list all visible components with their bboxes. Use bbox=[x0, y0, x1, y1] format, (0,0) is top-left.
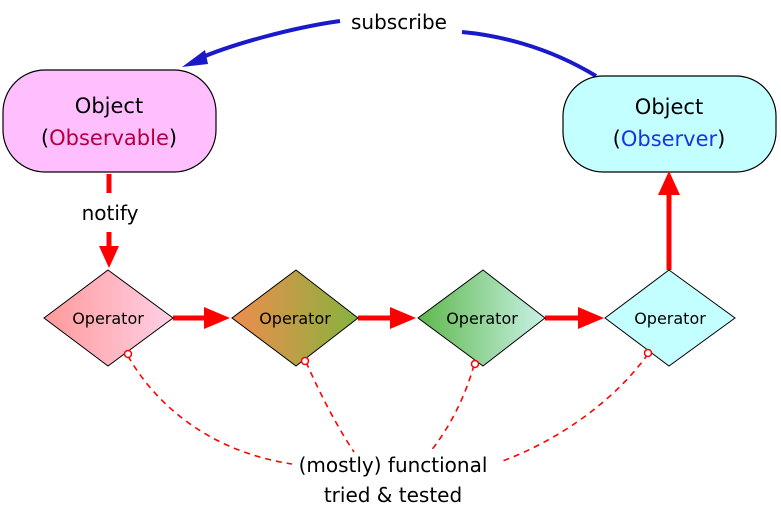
annotation-anchor bbox=[470, 359, 480, 369]
observer-object-node bbox=[562, 75, 777, 173]
flow-arrowhead-2-3 bbox=[390, 307, 416, 329]
observer-role: Observer bbox=[621, 127, 718, 151]
operator-node-3 bbox=[417, 269, 546, 367]
flow-arrowhead-3-4 bbox=[578, 307, 604, 329]
annotation-line-1: (mostly) functional bbox=[299, 453, 488, 477]
observable-object-node bbox=[2, 69, 217, 173]
annotation-line-2: tried & tested bbox=[324, 483, 462, 507]
subscribe-arc bbox=[197, 19, 341, 61]
flow-arrowhead-1-2 bbox=[204, 307, 230, 329]
observable-close-paren: ) bbox=[169, 126, 177, 150]
operator-label-1: Operator bbox=[72, 309, 144, 328]
observable-title: Object bbox=[75, 94, 143, 118]
annotation-anchor bbox=[643, 348, 653, 358]
subscribe-arc bbox=[461, 30, 598, 78]
operator-label-2: Operator bbox=[259, 309, 331, 328]
observable-open-paren: ( bbox=[41, 126, 49, 150]
observer-role-line: (Observer) bbox=[613, 127, 726, 151]
observer-title: Object bbox=[635, 95, 703, 119]
operator-label-4: Operator bbox=[634, 309, 706, 328]
operator-node-2 bbox=[231, 269, 359, 367]
annotation-link bbox=[305, 361, 355, 453]
subscribe-label: subscribe bbox=[351, 10, 447, 34]
annotation-anchor bbox=[123, 349, 133, 359]
operator-label-3: Operator bbox=[446, 309, 518, 328]
observer-close-paren: ) bbox=[717, 127, 725, 151]
observable-role: Observable bbox=[49, 126, 169, 150]
observable-role-line: (Observable) bbox=[41, 126, 177, 150]
notify-arrowhead bbox=[99, 246, 119, 268]
annotation-anchor bbox=[300, 356, 310, 366]
operator-node-4 bbox=[604, 269, 736, 367]
notify-label: notify bbox=[82, 201, 139, 225]
annotation-link bbox=[127, 355, 293, 465]
annotation-link bbox=[499, 353, 649, 463]
operator-node-1 bbox=[43, 269, 174, 367]
annotation-link bbox=[429, 364, 475, 453]
observer-open-paren: ( bbox=[613, 127, 621, 151]
flow-arrowhead-4-observer bbox=[658, 171, 680, 195]
subscribe-arrowhead bbox=[182, 50, 208, 67]
